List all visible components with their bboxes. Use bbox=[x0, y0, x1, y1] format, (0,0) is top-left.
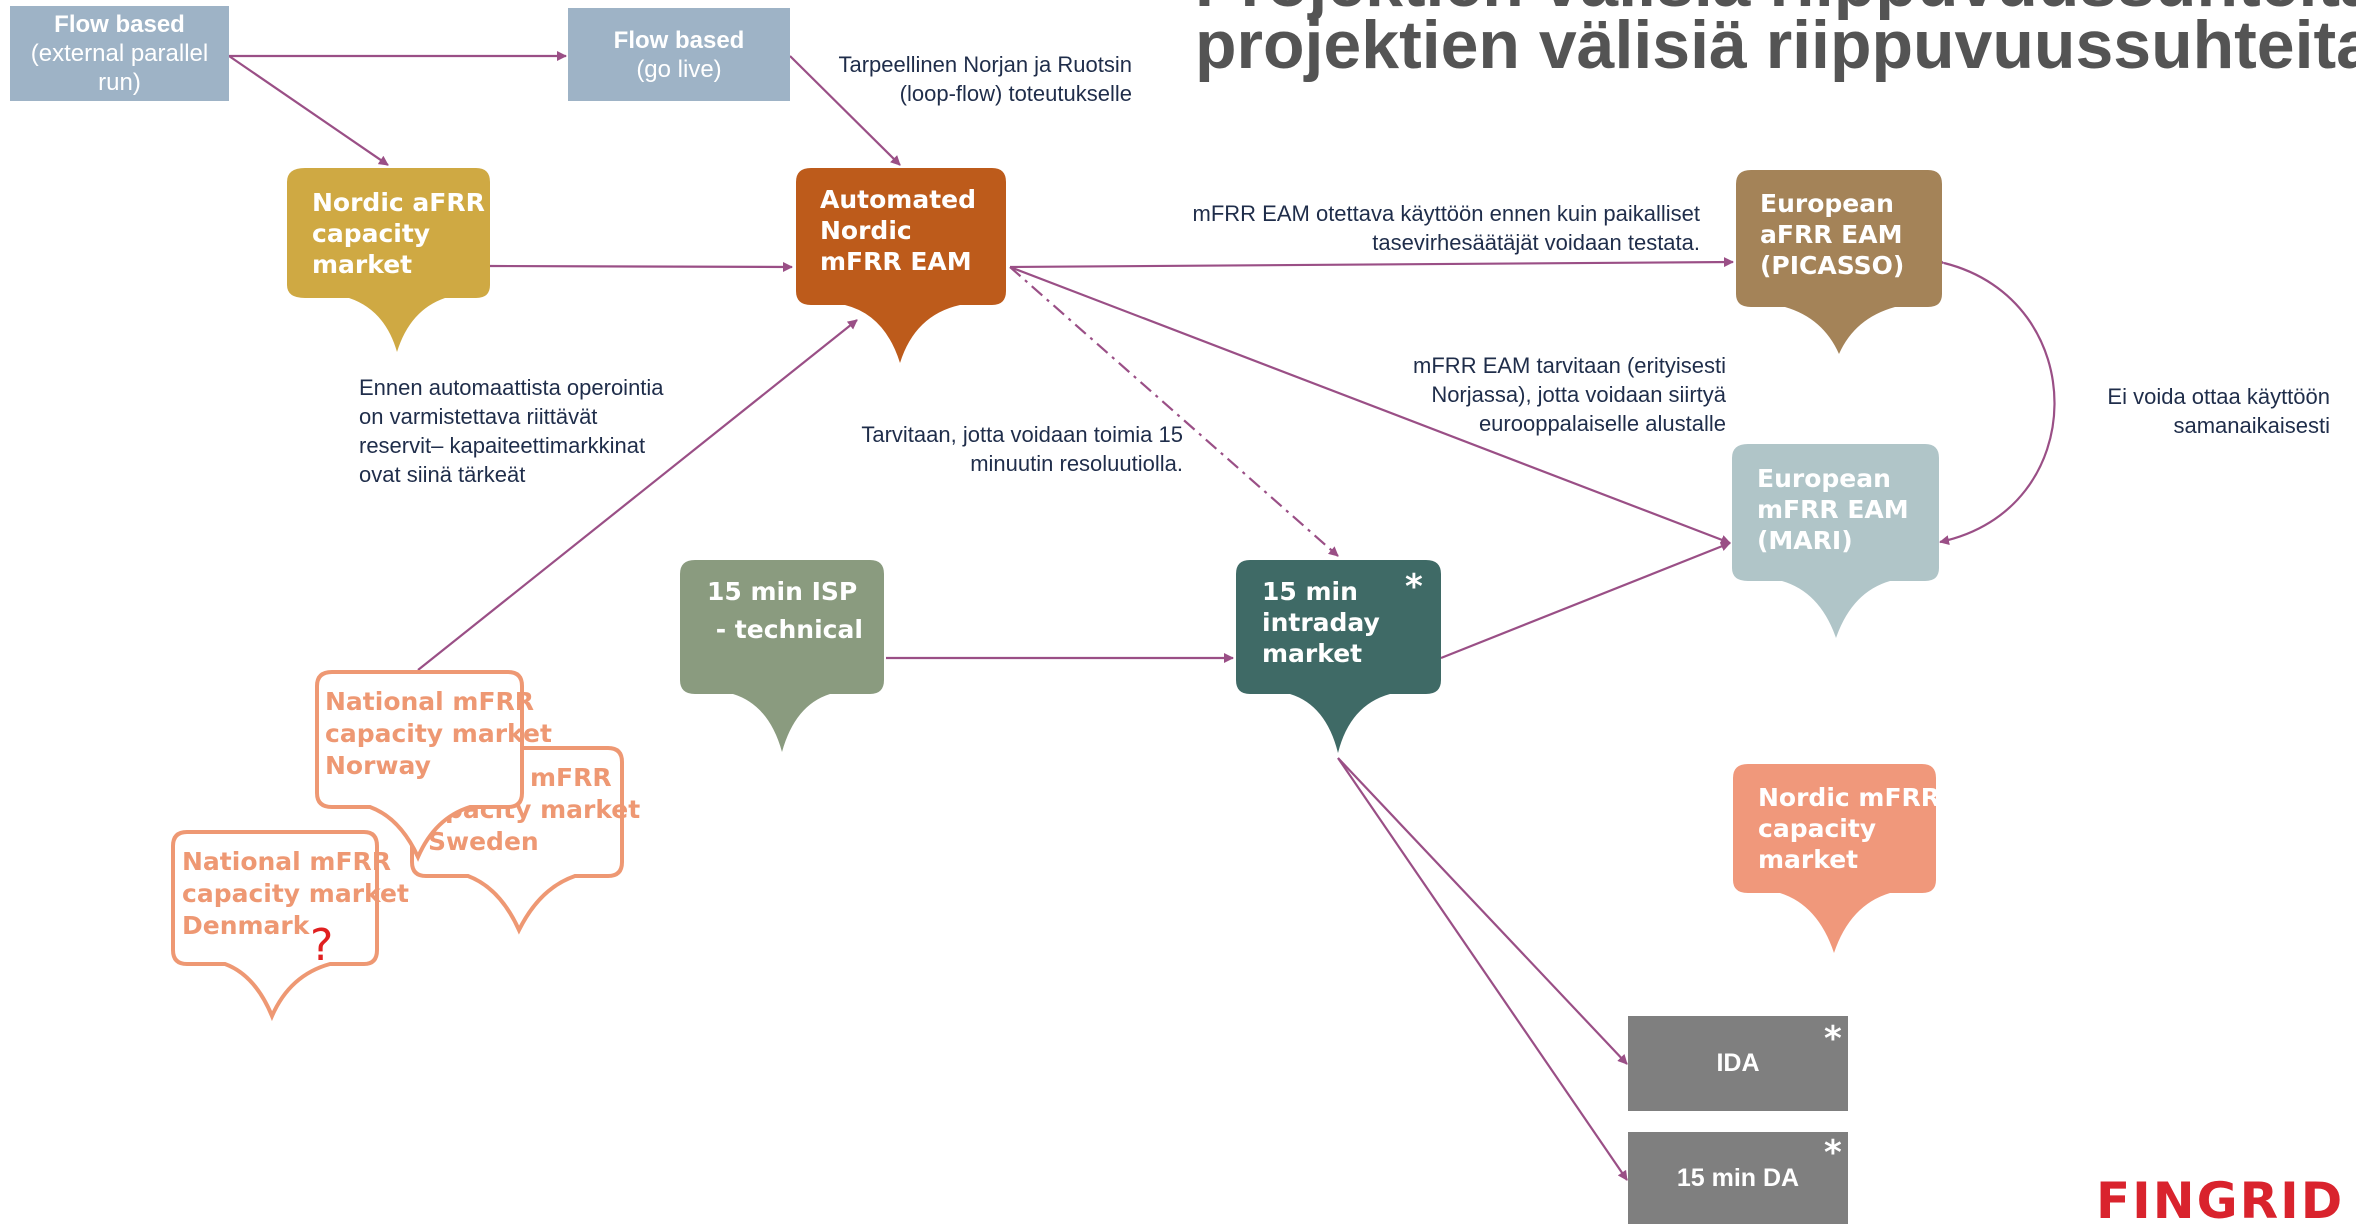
isp-line2: - technical bbox=[707, 615, 863, 644]
ennen-line1: mFRR EAM otettava käyttöön ennen kuin pa… bbox=[1192, 201, 1700, 226]
fingrid-logo: FINGRID bbox=[2096, 1172, 2345, 1230]
intraday-line3: market bbox=[1262, 639, 1362, 668]
arrow-afrr-to-eam bbox=[489, 261, 793, 272]
arrows bbox=[228, 51, 2056, 1181]
ida-label: IDA bbox=[1716, 1049, 1760, 1077]
isp-line1: 15 min ISP bbox=[707, 577, 857, 606]
arrow-national-to-eam bbox=[417, 319, 858, 671]
eam-line3: mFRR EAM bbox=[820, 247, 972, 276]
eam-line2: Nordic bbox=[820, 216, 912, 245]
samanaikaisesti-line1: Ei voida ottaa käyttöön bbox=[2107, 384, 2330, 409]
loopflow-line2: (loop-flow) toteutukselle bbox=[899, 81, 1132, 106]
arrow-intraday-to-mari bbox=[1440, 541, 1731, 660]
loopflow-line1: Tarpeellinen Norjan ja Ruotsin bbox=[838, 52, 1133, 77]
flow-ext-title: Flow based bbox=[54, 11, 185, 38]
resoluutio-line1: Tarvitaan, jotta voidaan toimia 15 bbox=[861, 422, 1183, 447]
annotation-ennen-testata: mFRR EAM otettava käyttöön ennen kuin pa… bbox=[1080, 199, 1700, 257]
node-15min-da: 15 min DA bbox=[1628, 1132, 1848, 1224]
arrow-eam-to-mari bbox=[1009, 265, 1731, 545]
afrr-line2: capacity bbox=[312, 219, 430, 248]
flow-live-title: Flow based bbox=[613, 26, 745, 54]
da-star: * bbox=[1824, 1133, 1842, 1173]
mfrrcap-line1: Nordic mFRR bbox=[1758, 783, 1940, 812]
ennen-line2: tasevirhesäätäjät voidaan testata. bbox=[1372, 230, 1700, 255]
norway-line3: Norway bbox=[325, 751, 431, 780]
eam-line1: Automated bbox=[820, 185, 976, 214]
node-flow-based-external: Flow based (external parallel run) bbox=[10, 6, 229, 101]
resoluutio-line2: minuutin resoluutiolla. bbox=[970, 451, 1183, 476]
norway-line1: National mFRR bbox=[325, 687, 534, 716]
ida-star: * bbox=[1824, 1019, 1842, 1059]
flow-live-line1: (go live) bbox=[636, 55, 722, 83]
denmark-line3: Denmark bbox=[182, 911, 311, 940]
afrr-line1: Nordic aFRR bbox=[312, 188, 485, 217]
node-flow-based-live: Flow based (go live) bbox=[568, 8, 790, 101]
mari-line3: (MARI) bbox=[1757, 526, 1853, 555]
mfrrcap-line3: market bbox=[1758, 845, 1858, 874]
node-ida: IDA bbox=[1628, 1016, 1848, 1111]
denmark-line2: capacity market bbox=[182, 879, 409, 908]
intraday-star: * bbox=[1405, 567, 1423, 607]
picasso-line3: (PICASSO) bbox=[1760, 251, 1904, 280]
node-denmark: National mFRR capacity market Denmark ? bbox=[171, 830, 409, 1022]
node-nordic-mfrr-eam: Automated Nordic mFRR EAM bbox=[796, 168, 1006, 363]
node-nordic-afrr: Nordic aFRR capacity market bbox=[287, 168, 490, 352]
reservit-line4: ovat siinä tärkeät bbox=[359, 462, 526, 487]
afrr-line3: market bbox=[312, 250, 412, 279]
reservit-line2: on varmistettava riittävät bbox=[359, 404, 598, 429]
flow-ext-line2: run) bbox=[98, 69, 141, 96]
arrow-flowext-to-afrr bbox=[228, 55, 389, 166]
norjassa-line2: Norjassa), jotta voidaan siirtyä bbox=[1431, 382, 1726, 407]
mari-line1: European bbox=[1757, 464, 1891, 493]
norjassa-line3: eurooppalaiselle alustalle bbox=[1478, 411, 1726, 436]
annotation-resoluutio: Tarvitaan, jotta voidaan toimia 15 minuu… bbox=[780, 420, 1183, 478]
norway-line2: capacity market bbox=[325, 719, 552, 748]
node-mari: European mFRR EAM (MARI) bbox=[1732, 444, 1939, 638]
arrow-flowlive-to-eam bbox=[789, 55, 901, 166]
picasso-line2: aFRR EAM bbox=[1760, 220, 1902, 249]
annotation-norjassa: mFRR EAM tarvitaan (erityisesti Norjassa… bbox=[1266, 351, 1726, 438]
node-nordic-mfrr-cap: Nordic mFRR capacity market bbox=[1733, 764, 1940, 953]
samanaikaisesti-line2: samanaikaisesti bbox=[2173, 413, 2330, 438]
reservit-line1: Ennen automaattista operointia bbox=[359, 375, 664, 400]
annotation-samanaikaisesti: Ei voida ottaa käyttöön samanaikaisesti bbox=[2010, 382, 2330, 440]
page-title-line2: projektien välisiä riippuvuussuhteita bbox=[1195, 7, 2356, 83]
picasso-line1: European bbox=[1760, 189, 1894, 218]
node-norway: National mFRR capacity market Norway bbox=[315, 670, 552, 862]
norjassa-line1: mFRR EAM tarvitaan (erityisesti bbox=[1413, 353, 1726, 378]
annotation-loopflow: Tarpeellinen Norjan ja Ruotsin (loop-flo… bbox=[760, 50, 1133, 108]
mari-line2: mFRR EAM bbox=[1757, 495, 1909, 524]
node-isp: 15 min ISP - technical bbox=[680, 560, 884, 752]
flow-ext-line1: (external parallel bbox=[30, 40, 209, 67]
sweden-line3: Sweden bbox=[428, 827, 539, 856]
denmark-question-mark: ? bbox=[310, 920, 333, 971]
reservit-line3: reservit– kapaiteettimarkkinat bbox=[359, 433, 646, 458]
node-picasso: European aFRR EAM (PICASSO) bbox=[1736, 170, 1942, 354]
intraday-line1: 15 min bbox=[1262, 577, 1358, 606]
mfrrcap-line2: capacity bbox=[1758, 814, 1876, 843]
da-label: 15 min DA bbox=[1676, 1163, 1800, 1192]
intraday-line2: intraday bbox=[1262, 608, 1380, 637]
arrow-picasso-mari-double bbox=[1934, 255, 2056, 546]
sweden-line1: mFRR bbox=[530, 763, 612, 792]
annotation-reservit: Ennen automaattista operointia on varmis… bbox=[359, 373, 759, 489]
arrow-intraday-to-ida bbox=[1337, 757, 1628, 1065]
page-title-line1: Projektien välisiä riippuvuussuhteita bbox=[1195, 0, 2356, 18]
arrow-eam-to-picasso bbox=[1009, 257, 1734, 269]
node-intraday: 15 min intraday market * bbox=[1236, 560, 1441, 753]
arrow-intraday-to-da bbox=[1337, 757, 1628, 1181]
denmark-line1: National mFRR bbox=[182, 847, 391, 876]
